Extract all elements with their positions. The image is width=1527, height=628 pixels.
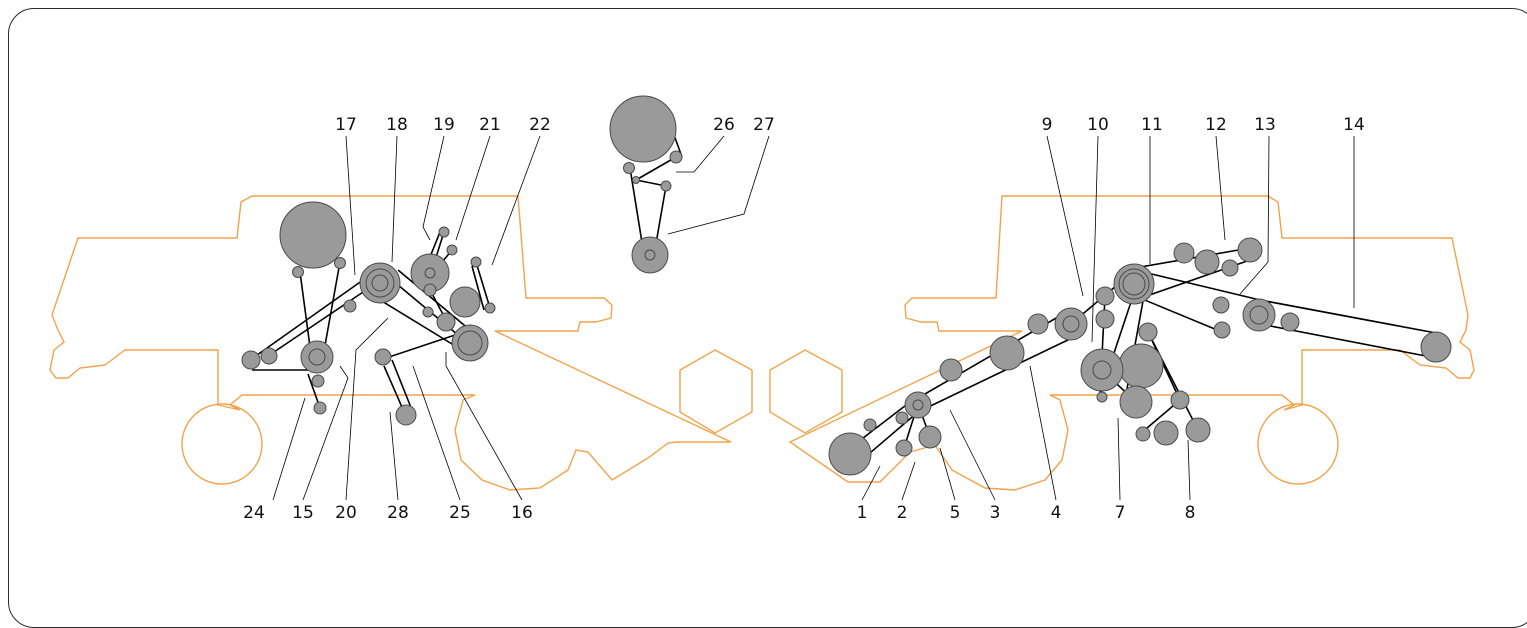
label-20: 20 — [335, 503, 357, 523]
label-9: 9 — [1042, 115, 1053, 135]
label-28: 28 — [387, 503, 409, 523]
label-13: 13 — [1254, 115, 1276, 135]
label-14: 14 — [1343, 115, 1365, 135]
left-pulleys — [241, 201, 496, 426]
label-1: 1 — [857, 503, 868, 523]
label-12: 12 — [1205, 115, 1227, 135]
label-22: 22 — [529, 115, 551, 135]
label-10: 10 — [1087, 115, 1109, 135]
label-26: 26 — [713, 115, 735, 135]
right-pulleys — [828, 237, 1452, 476]
label-11: 11 — [1141, 115, 1163, 135]
label-21: 21 — [479, 115, 501, 135]
label-16: 16 — [511, 503, 533, 523]
label-24: 24 — [243, 503, 265, 523]
label-27: 27 — [753, 115, 775, 135]
left-machine-outline — [49, 195, 753, 491]
label-8: 8 — [1185, 503, 1196, 523]
label-19: 19 — [433, 115, 455, 135]
leader-lines — [272, 135, 1355, 501]
label-15: 15 — [292, 503, 314, 523]
label-3: 3 — [990, 503, 1001, 523]
label-2: 2 — [897, 503, 908, 523]
label-5: 5 — [950, 503, 961, 523]
right-labels: 9 10 11 12 13 14 1 2 5 3 4 7 8 — [857, 115, 1365, 523]
label-4: 4 — [1051, 503, 1062, 523]
center-pulleys — [609, 95, 683, 274]
label-17: 17 — [335, 115, 357, 135]
belt-diagram: 17 18 19 21 22 24 15 20 28 25 16 26 27 9… — [49, 95, 1475, 523]
label-7: 7 — [1115, 503, 1126, 523]
center-labels: 26 27 — [713, 115, 775, 135]
left-labels: 17 18 19 21 22 24 15 20 28 25 16 — [243, 115, 551, 523]
label-18: 18 — [386, 115, 408, 135]
label-25: 25 — [449, 503, 471, 523]
right-machine-outline — [769, 195, 1475, 491]
